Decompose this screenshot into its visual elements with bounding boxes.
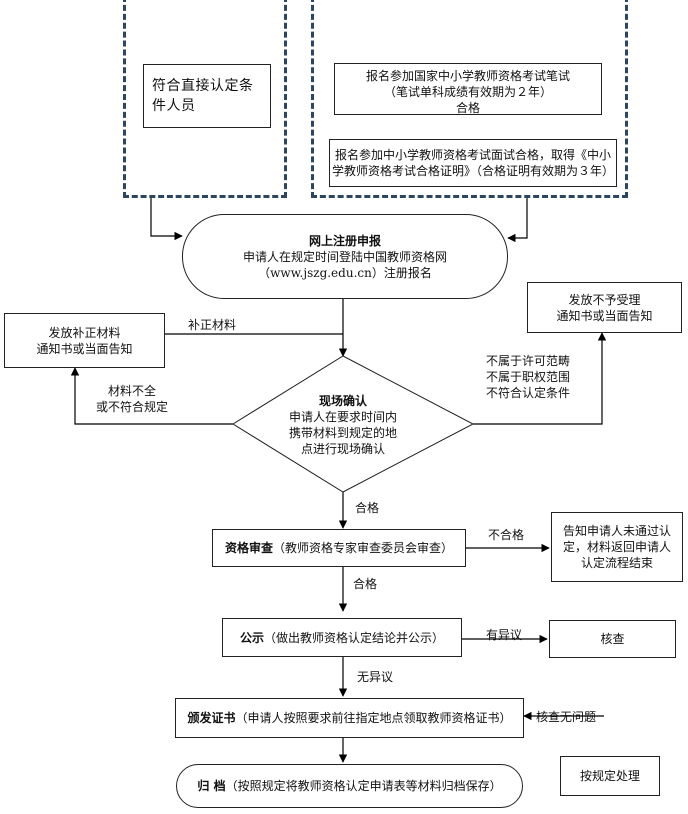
out-of-scope-line1: 不属于许可范畴 — [486, 354, 571, 368]
interview-exam-line1: 报名参加中小学教师资格考试面试合格，取得《中小 — [334, 148, 611, 162]
regulation-box: 按规定处理 — [560, 756, 660, 796]
verified-ok-label: 核查无问题 — [536, 710, 597, 724]
qualification-review-title: 资格审查 — [224, 541, 273, 555]
regulation-label: 按规定处理 — [579, 769, 640, 783]
written-exam-line1: 报名参加国家中小学教师资格考试笔试 — [365, 69, 570, 83]
supplement-notice-box: 发放补正材料 通知书或当面告知 — [4, 313, 165, 368]
qualification-review-detail: （教师资格专家审查委员会审查） — [273, 541, 454, 555]
direct-qualification-box: 符合直接认定条件人员 — [143, 64, 271, 128]
out-of-scope-label: 不属于许可范畴 不属于职权范围 不符合认定条件 — [486, 353, 570, 401]
objection-label: 有异议 — [486, 628, 523, 642]
site-confirmation-title: 现场确认 — [318, 394, 367, 408]
rejection-notice-line1: 发放不予受理 — [568, 292, 641, 307]
publicity-title: 公示 — [239, 630, 264, 645]
fail-notice-line1: 告知申请人未通过认 — [562, 524, 671, 538]
rejection-notice-line2: 通知书或当面告知 — [556, 308, 653, 323]
fail-notice-box: 告知申请人未通过认 定，材料返回申请人 认定流程结束 — [551, 512, 683, 582]
issue-certificate-title: 颁发证书 — [187, 711, 236, 725]
incomplete-line2: 或不符合规定 — [96, 400, 169, 414]
supplement-materials-label: 补正材料 — [188, 318, 237, 332]
site-confirmation-line3: 点进行现场确认 — [300, 442, 385, 456]
written-exam-line3: 合格 — [455, 101, 480, 115]
publicity-detail: （做出教师资格认定结论并公示） — [264, 630, 445, 645]
no-objection-label: 无异议 — [357, 670, 394, 684]
written-exam-line2: （笔试单科成绩有效期为２年） — [383, 85, 552, 99]
site-confirmation-line1: 申请人在要求时间内 — [288, 410, 397, 424]
archive-detail: （按照规定将教师资格认定申请表等材料归档保存） — [225, 779, 502, 793]
exam-path-region — [311, 0, 628, 198]
online-registration-line1: 申请人在规定时间登陆中国教师资格网 — [242, 249, 447, 264]
incomplete-line1: 材料不全 — [108, 384, 157, 398]
pass-label-2: 合格 — [353, 577, 378, 591]
out-of-scope-line3: 不符合认定条件 — [486, 386, 571, 400]
interview-exam-line2: 学教师资格考试合格证明》（合格证明有效期为３年） — [331, 164, 614, 178]
out-of-scope-line2: 不属于职权范围 — [486, 370, 571, 384]
supplement-notice-line1: 发放补正材料 — [48, 325, 121, 340]
issue-certificate-detail: （申请人按照要求前往指定地点领取教师资格证书） — [235, 711, 512, 725]
publicity-box: 公示（做出教师资格认定结论并公示） — [222, 618, 462, 657]
fail-notice-line3: 认定流程结束 — [580, 556, 653, 570]
site-confirmation-text: 现场确认 申请人在要求时间内 携带材料到规定的地 点进行现场确认 — [263, 393, 423, 457]
qualification-review-box: 资格审查（教师资格专家审查委员会审查） — [212, 529, 466, 567]
supplement-notice-line2: 通知书或当面告知 — [36, 341, 133, 356]
written-exam-box: 报名参加国家中小学教师资格考试笔试 （笔试单科成绩有效期为２年） 合格 — [334, 63, 602, 115]
online-registration-line2: （www.jszg.edu.cn）注册报名 — [258, 265, 432, 280]
archive-step: 归 档（按照规定将教师资格认定申请表等材料归档保存） — [176, 764, 523, 808]
online-registration-step: 网上注册申报 申请人在规定时间登陆中国教师资格网 （www.jszg.edu.c… — [182, 214, 508, 299]
rejection-notice-box: 发放不予受理 通知书或当面告知 — [527, 282, 682, 333]
incomplete-materials-label: 材料不全 或不符合规定 — [96, 383, 168, 415]
fail-notice-line2: 定，材料返回申请人 — [562, 540, 671, 554]
direct-path-region — [123, 0, 287, 198]
pass-label-1: 合格 — [355, 501, 380, 515]
verify-label: 核查 — [600, 632, 625, 646]
direct-qualification-label: 符合直接认定条件人员 — [152, 78, 254, 114]
online-registration-title: 网上注册申报 — [308, 233, 381, 248]
issue-certificate-box: 颁发证书（申请人按照要求前往指定地点领取教师资格证书） — [175, 698, 524, 738]
fail-label: 不合格 — [488, 528, 525, 542]
archive-title: 归 档 — [197, 779, 226, 793]
site-confirmation-line2: 携带材料到规定的地 — [288, 426, 397, 440]
interview-exam-box: 报名参加中小学教师资格考试面试合格，取得《中小 学教师资格考试合格证明》（合格证… — [329, 139, 617, 187]
decision-diamond — [232, 355, 475, 493]
verify-box: 核查 — [549, 620, 676, 658]
